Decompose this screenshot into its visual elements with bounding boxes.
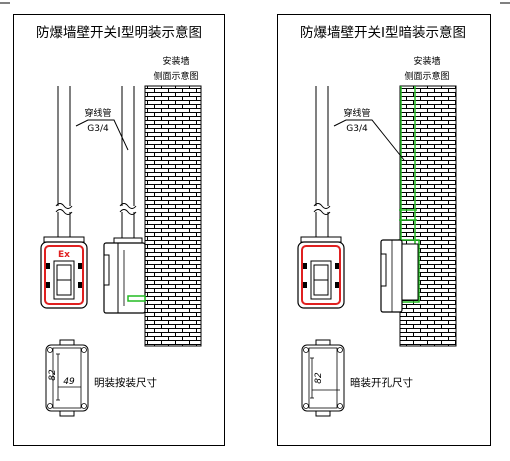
brick-wall	[144, 85, 202, 347]
flush-dimension-drawing: 82	[301, 339, 345, 417]
panel-caption: 暗装开孔尺寸	[350, 376, 413, 389]
brick-wall	[399, 85, 457, 347]
panel-caption: 明装按装尺寸	[94, 376, 157, 389]
left-conduit	[313, 86, 331, 238]
dim-vertical-value: 82	[48, 369, 58, 381]
panel-title: 防爆墙壁开关I型明装示意图	[36, 24, 202, 41]
conduit-leader-line	[75, 119, 129, 151]
conduit-label-line2: G3/4	[346, 124, 368, 134]
right-conduit	[119, 86, 137, 238]
panel-frame	[13, 14, 225, 446]
conduit-leader-line	[333, 119, 405, 161]
switch-side-view	[380, 239, 419, 313]
switch-side-view	[103, 237, 146, 314]
dim-horizontal-value: 49	[63, 377, 75, 387]
dim-vertical-value: 82	[314, 372, 324, 384]
surface-dimension-drawing: 82 49	[45, 339, 89, 417]
panel-title: 防爆墙壁开关I型暗装示意图	[300, 24, 466, 41]
switch-front-view	[297, 236, 345, 309]
wall-label-line1: 安装墙	[413, 55, 440, 67]
panel-frame	[277, 14, 491, 446]
wall-label-line1: 安装墙	[162, 55, 189, 67]
wall-label-line2: 侧面示意图	[404, 70, 449, 82]
conduit-label-line1: 穿线管	[343, 107, 370, 119]
left-conduit	[55, 86, 73, 238]
panel-flush-mount: 防爆墙壁开关I型暗装示意图 安装墙 侧面示意图 穿线管 G3/4	[277, 14, 491, 446]
panel-surface-mount: 防爆墙壁开关I型明装示意图 安装墙 侧面示意图 穿线管 G3/4	[13, 14, 225, 446]
ex-mark: Ex	[58, 250, 70, 260]
conduit-label-line1: 穿线管	[84, 107, 111, 119]
wall-label-line2: 侧面示意图	[153, 70, 198, 82]
conduit-label-line2: G3/4	[87, 124, 109, 134]
switch-front-view: Ex	[40, 236, 88, 309]
